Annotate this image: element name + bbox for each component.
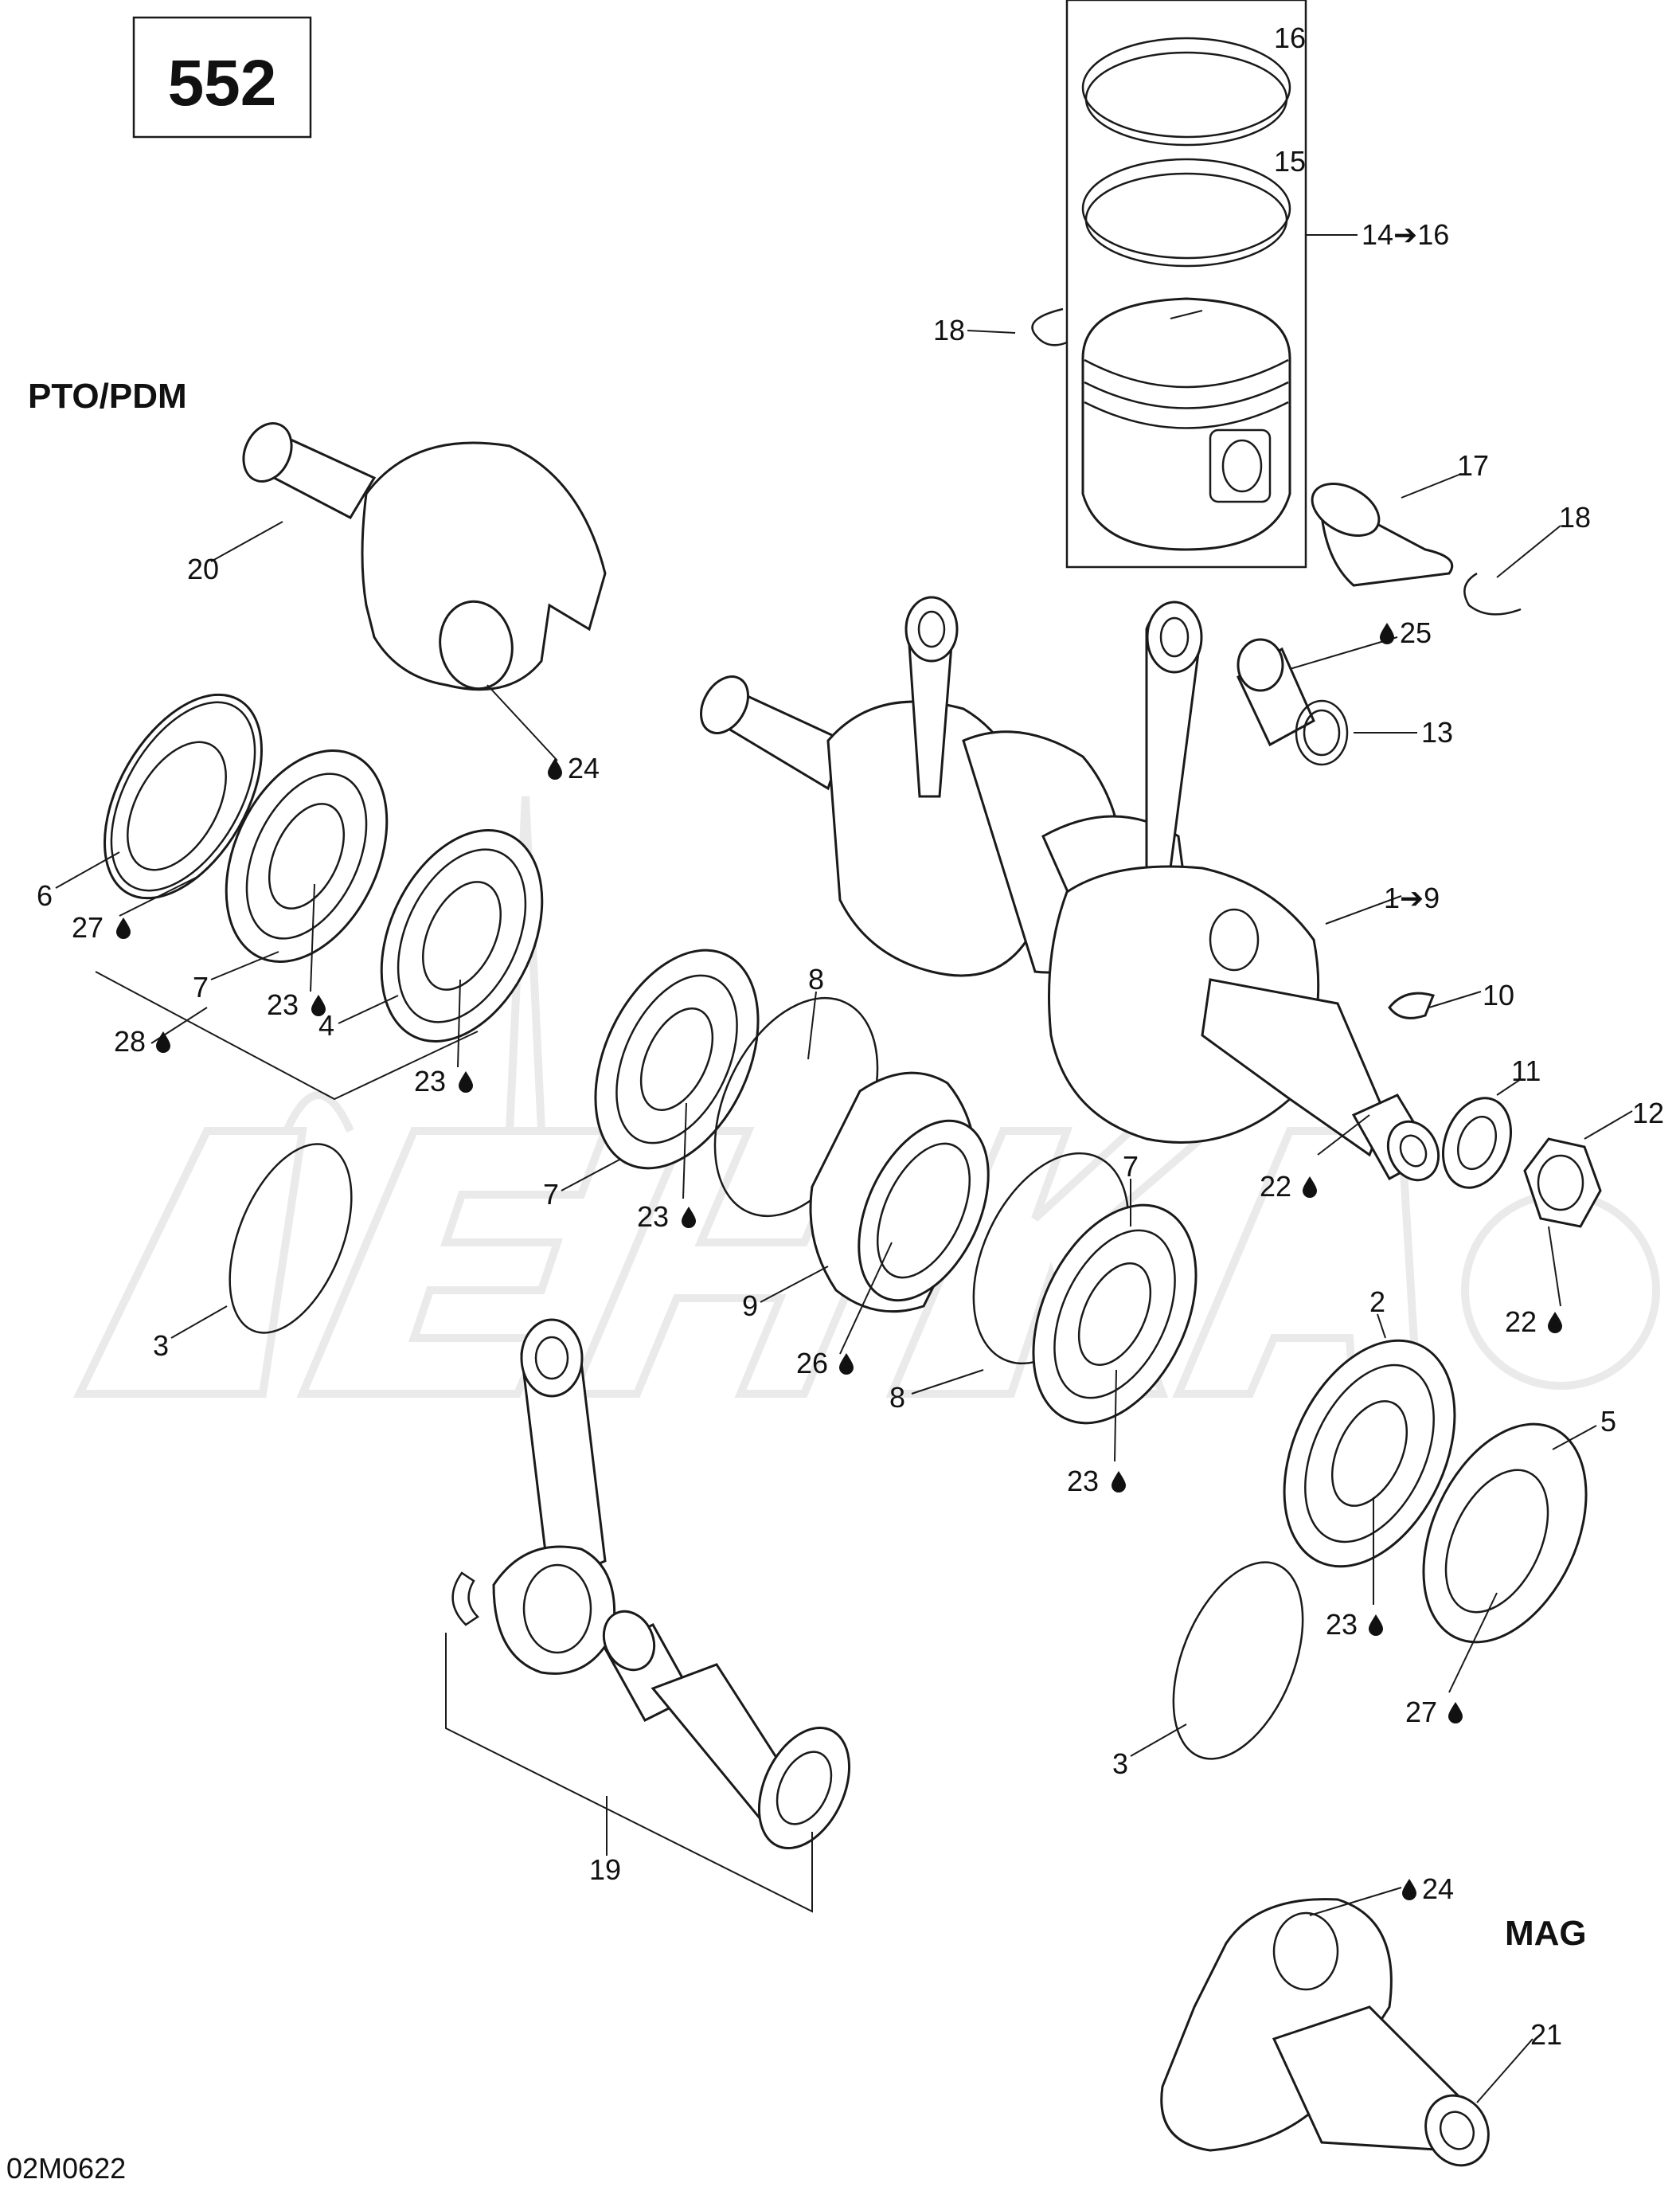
- callout-22: 22: [1505, 1305, 1537, 1338]
- piston-kit: [1031, 0, 1307, 569]
- callout-23: 23: [267, 988, 299, 1021]
- callout-21: 21: [1530, 2018, 1562, 2051]
- circlip-18a: [1031, 307, 1068, 346]
- crank-half-pto: [210, 422, 607, 691]
- pto-seal-6: [104, 693, 263, 900]
- callout-labels: 16 15 14➔16 18 17 18 20 25 13 24 6 27 1➔…: [37, 22, 1664, 2051]
- page-number-box: 552: [132, 16, 312, 139]
- callout-7: 7: [1123, 1150, 1139, 1183]
- connecting-rod-19: [451, 1318, 851, 1850]
- callout-27: 27: [1405, 1696, 1437, 1728]
- callout-18: 18: [1559, 501, 1591, 534]
- callout-14-16: 14➔16: [1362, 218, 1449, 251]
- piston-ring-16: [1081, 37, 1291, 139]
- callout-23: 23: [1326, 1608, 1358, 1641]
- seal-5-mag: [1422, 1422, 1588, 1644]
- callout-19: 19: [589, 1853, 621, 1886]
- callout-16: 16: [1274, 22, 1306, 54]
- callout-9: 9: [742, 1289, 758, 1322]
- callout-1-9: 1➔9: [1384, 882, 1440, 914]
- callout-25: 25: [1400, 616, 1432, 649]
- callout-4: 4: [318, 1009, 334, 1042]
- figure-code: 02M0622: [6, 2152, 126, 2185]
- callout-23: 23: [414, 1065, 446, 1097]
- callout-8: 8: [889, 1381, 905, 1414]
- callout-18: 18: [933, 314, 965, 346]
- nut-12: [1523, 1137, 1602, 1228]
- side-label-mag: MAG: [1505, 1914, 1587, 1953]
- callout-20: 20: [187, 553, 219, 585]
- bearing-7-center: [594, 949, 760, 1170]
- washer-11: [1441, 1097, 1513, 1189]
- callout-22: 22: [1260, 1170, 1291, 1203]
- crank-half-mag: [1160, 1898, 1490, 2167]
- callout-8: 8: [808, 963, 824, 996]
- crankshaft-assembly: [700, 596, 1440, 1182]
- piston-pin: [1311, 473, 1561, 616]
- spacer-9: [809, 1071, 990, 1313]
- bearing-4-pto: [380, 829, 544, 1043]
- seal-ring-13: [1295, 699, 1349, 766]
- callout-15: 15: [1274, 145, 1306, 178]
- piston-ring-15: [1081, 158, 1291, 260]
- callout-5: 5: [1600, 1405, 1616, 1438]
- side-label-pto: PTO/PDM: [28, 377, 187, 416]
- callout-6: 6: [37, 879, 53, 912]
- callout-11: 11: [1511, 1054, 1541, 1087]
- needle-bearing-25: [1237, 638, 1315, 747]
- callout-23: 23: [637, 1200, 669, 1233]
- bearing-7-pto: [225, 749, 389, 963]
- piston: [1081, 297, 1291, 551]
- o-ring-3-left: [229, 1143, 353, 1334]
- page-number: 552: [168, 47, 277, 119]
- callout-24: 24: [1422, 1872, 1454, 1905]
- callout-13: 13: [1421, 716, 1453, 749]
- bearing-2-mag: [1283, 1339, 1456, 1568]
- callout-27: 27: [72, 911, 104, 944]
- callout-10: 10: [1483, 979, 1514, 1011]
- o-ring-3-right: [1172, 1561, 1304, 1760]
- woodruff-key-10: [1388, 992, 1436, 1019]
- callout-3: 3: [1112, 1747, 1128, 1780]
- bearing-7-mag: [1032, 1203, 1197, 1425]
- callout-23: 23: [1067, 1465, 1099, 1497]
- callout-26: 26: [796, 1347, 828, 1379]
- callout-2: 2: [1369, 1285, 1385, 1318]
- callout-24: 24: [568, 752, 600, 784]
- callout-28: 28: [114, 1025, 146, 1058]
- callout-7: 7: [543, 1178, 559, 1211]
- callout-17: 17: [1457, 449, 1489, 482]
- callout-7: 7: [193, 971, 209, 1004]
- callout-3: 3: [153, 1329, 169, 1362]
- callout-12: 12: [1632, 1097, 1664, 1129]
